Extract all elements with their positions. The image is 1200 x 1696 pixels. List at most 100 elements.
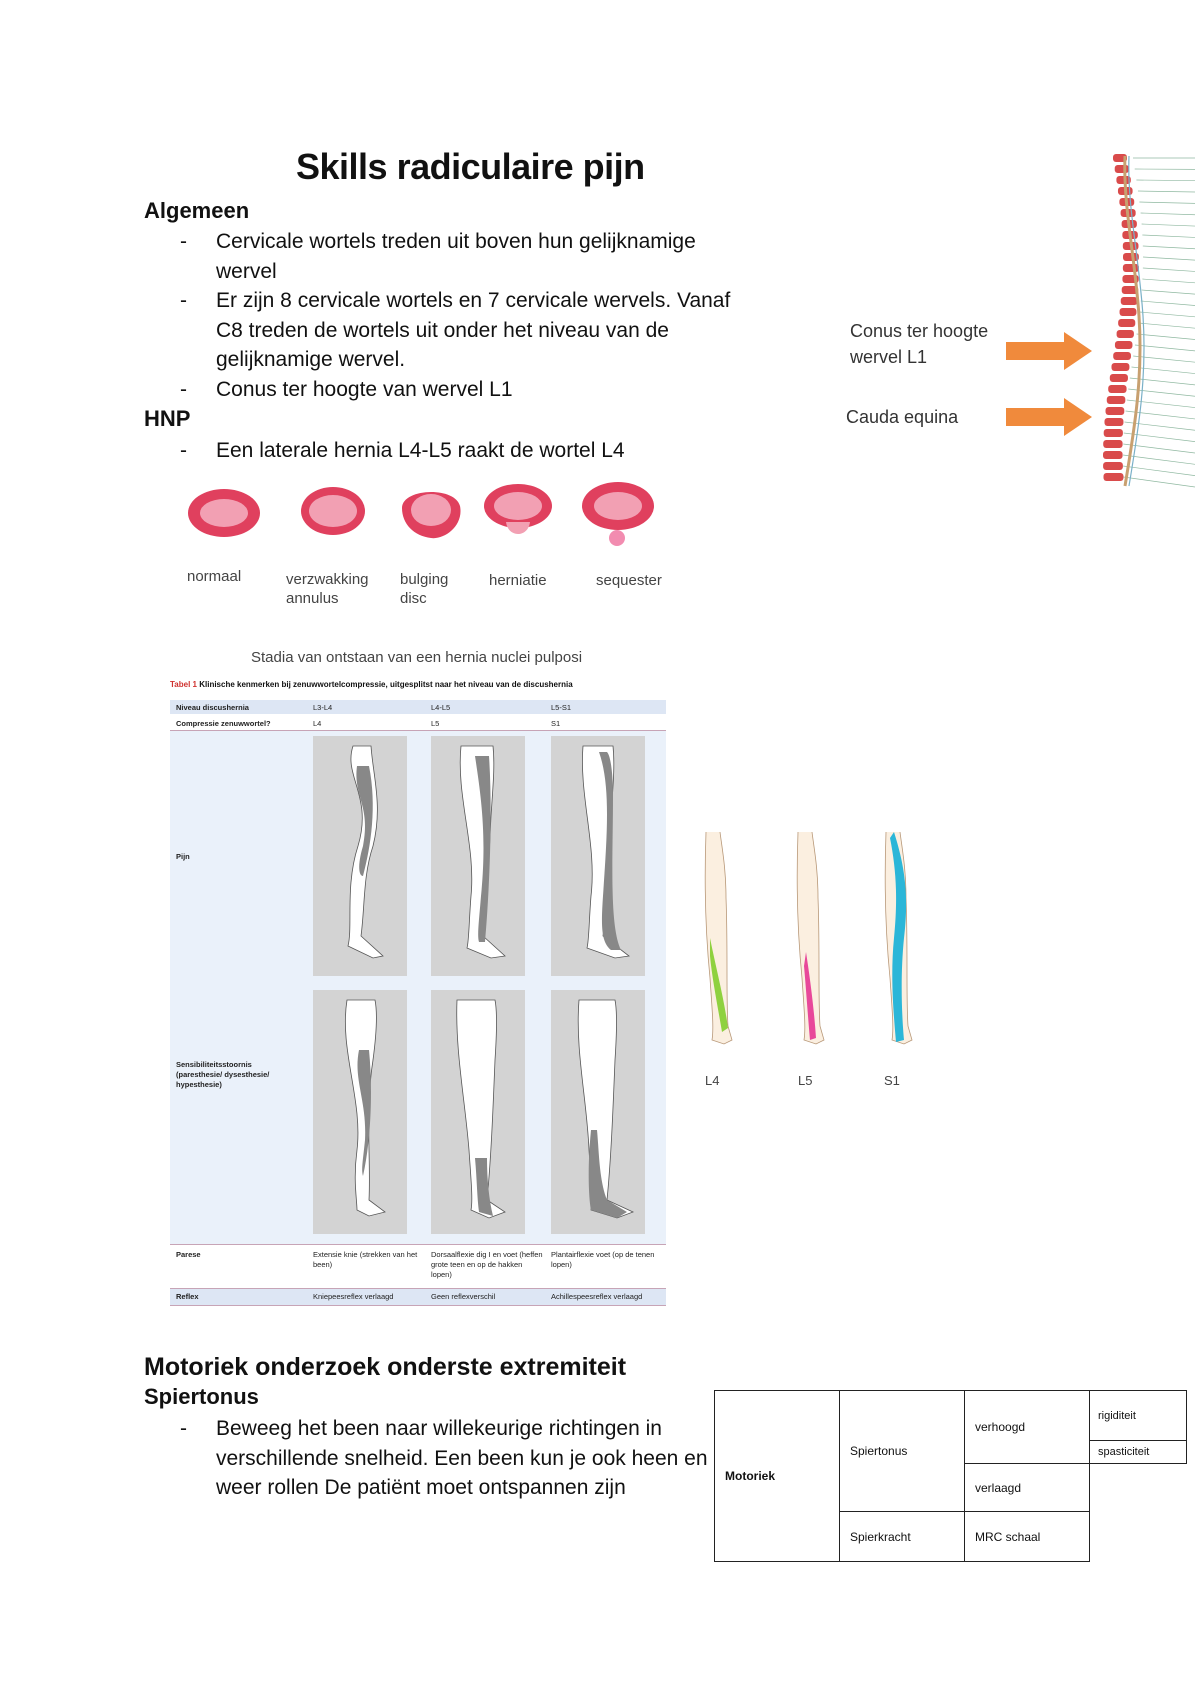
disc-bulging bbox=[402, 491, 461, 539]
vertebra bbox=[1114, 341, 1133, 349]
vertebra bbox=[1103, 451, 1123, 459]
disc-figure-caption: Stadia van ontstaan van een hernia nucle… bbox=[251, 649, 583, 666]
nerve-line bbox=[1139, 201, 1196, 204]
leg-pain-panel-l4 bbox=[313, 736, 407, 976]
vertebra bbox=[1111, 363, 1130, 371]
table-cell-empty bbox=[1089, 1511, 1187, 1562]
subheading-spiertonus: Spiertonus bbox=[144, 1384, 259, 1409]
vertebra bbox=[1103, 473, 1124, 481]
spine-annotation-conus: Conus ter hoogte wervel L1 bbox=[850, 321, 989, 367]
table-cell-rigiditeit: rigiditeit bbox=[1089, 1390, 1187, 1441]
vertebra bbox=[1103, 429, 1123, 437]
leg-pain-panel-s1 bbox=[551, 736, 645, 976]
leg-sensory-panel-s1 bbox=[551, 990, 645, 1234]
nerve-line bbox=[1141, 289, 1196, 295]
disc-sequester bbox=[582, 482, 654, 546]
vertebra bbox=[1122, 253, 1139, 261]
vertebra bbox=[1119, 308, 1137, 316]
table-cell: Kniepeesreflex verlaagd bbox=[313, 1292, 394, 1301]
table-cell-verhoogd: verhoogd bbox=[964, 1390, 1090, 1464]
nerve-line bbox=[1140, 300, 1196, 306]
table-cell: Geen reflexverschil bbox=[431, 1292, 496, 1301]
leg-sensory-panel-l4 bbox=[313, 990, 407, 1234]
vertebra bbox=[1116, 330, 1134, 338]
dermatome-leg-l4 bbox=[704, 831, 733, 1045]
nerve-line bbox=[1131, 366, 1196, 374]
table-cell-motoriek: Motoriek bbox=[714, 1390, 840, 1562]
nerve-line bbox=[1133, 355, 1196, 363]
algemeen-list: Cervicale wortels treden uit boven hun g… bbox=[144, 227, 736, 404]
nerve-line bbox=[1140, 212, 1196, 216]
table-cell: Achillespeesreflex verlaagd bbox=[551, 1292, 643, 1301]
dermatome-figure bbox=[704, 831, 913, 1045]
table-cell: Pijn bbox=[176, 852, 190, 861]
table-header-cell: L5-S1 bbox=[551, 703, 572, 712]
motoriek-list: Beweeg het been naar willekeurige richti… bbox=[144, 1414, 716, 1503]
table-header-cell: L3-L4 bbox=[313, 703, 333, 712]
vertebra bbox=[1106, 396, 1126, 404]
nerve-line bbox=[1142, 256, 1196, 261]
table-cell: Sensibiliteitsstoornis (paresthesie/ dys… bbox=[176, 1060, 270, 1089]
section-heading-algemeen: Algemeen bbox=[144, 198, 250, 223]
disc-label: herniatie bbox=[489, 572, 547, 589]
table-cell: L4 bbox=[313, 719, 322, 728]
table-caption-text: Klinische kenmerken bij zenuwwortelcompr… bbox=[199, 680, 573, 689]
section-heading-motoriek: Motoriek onderzoek onderste extremiteit bbox=[144, 1353, 627, 1381]
table-cell-spierkracht: Spierkracht bbox=[839, 1511, 965, 1562]
table-cell: Parese bbox=[176, 1250, 201, 1259]
nerve-line bbox=[1136, 179, 1196, 182]
dermatome-label: S1 bbox=[884, 1073, 900, 1088]
vertebra bbox=[1103, 440, 1123, 448]
table-row bbox=[170, 714, 666, 731]
disc-stages-figure bbox=[188, 482, 654, 546]
table-caption-label: Tabel 1 bbox=[170, 680, 197, 689]
nerve-line bbox=[1142, 267, 1196, 272]
nerve-line bbox=[1142, 245, 1196, 250]
hnp-list: Een laterale hernia L4-L5 raakt de worte… bbox=[144, 436, 736, 466]
nerve-line bbox=[1123, 432, 1196, 442]
table-cell-spiertonus: Spiertonus bbox=[839, 1390, 965, 1512]
vertebra bbox=[1104, 418, 1124, 426]
nerve-line bbox=[1123, 476, 1196, 488]
table-cell-verlaagd: verlaagd bbox=[964, 1463, 1090, 1512]
nerve-line bbox=[1129, 377, 1196, 386]
list-item: Conus ter hoogte van wervel L1 bbox=[144, 375, 736, 405]
spine-illustration bbox=[1103, 154, 1196, 488]
leg-sensory-panel-l5 bbox=[431, 990, 525, 1234]
nerve-line bbox=[1134, 344, 1196, 352]
table-cell: L5 bbox=[431, 719, 440, 728]
clinical-table: Niveau discushernia L3-L4 L4-L5 L5-S1 Co… bbox=[170, 700, 666, 1306]
table-row bbox=[170, 1244, 666, 1289]
table-cell-spasticiteit: spasticiteit bbox=[1089, 1440, 1187, 1464]
vertebra bbox=[1113, 352, 1131, 360]
table-cell-empty bbox=[1089, 1463, 1187, 1512]
table-header-cell: Niveau discushernia bbox=[176, 703, 249, 712]
table-cell: Dorsaalflexie dig I en voet (heffen grot… bbox=[431, 1250, 543, 1279]
arrow-right-icon bbox=[1006, 332, 1092, 370]
disc-herniatie bbox=[484, 484, 552, 534]
table-cell: Plantairflexie voet (op de tenen lopen) bbox=[551, 1250, 655, 1269]
table-cell-mrc: MRC schaal bbox=[964, 1511, 1090, 1562]
nerve-line bbox=[1124, 421, 1196, 431]
table-row bbox=[170, 1288, 666, 1306]
vertebra bbox=[1122, 264, 1139, 272]
nerve-line bbox=[1142, 234, 1196, 238]
dermatome-leg-s1 bbox=[884, 831, 913, 1045]
disc-verzwakking bbox=[301, 487, 365, 535]
list-item: Een laterale hernia L4-L5 raakt de worte… bbox=[144, 436, 736, 466]
nerve-line bbox=[1138, 322, 1196, 329]
list-item: Beweeg het been naar willekeurige richti… bbox=[144, 1414, 716, 1503]
disc-label: bulging disc bbox=[400, 571, 449, 607]
disc-normaal bbox=[188, 489, 260, 537]
vertebra bbox=[1120, 297, 1138, 305]
nerve-line bbox=[1141, 223, 1196, 227]
disc-label: normaal bbox=[187, 568, 242, 585]
spine-annotation-cauda: Cauda equina bbox=[846, 407, 959, 427]
vertebra bbox=[1108, 385, 1127, 393]
section-heading-hnp: HNP bbox=[144, 406, 191, 431]
table-cell: Extensie knie (strekken van het been) bbox=[313, 1250, 418, 1269]
dermatome-label: L4 bbox=[705, 1073, 720, 1088]
nerve-line bbox=[1123, 465, 1196, 477]
leg-pain-panel-l5 bbox=[431, 736, 525, 976]
vertebra bbox=[1118, 319, 1136, 327]
